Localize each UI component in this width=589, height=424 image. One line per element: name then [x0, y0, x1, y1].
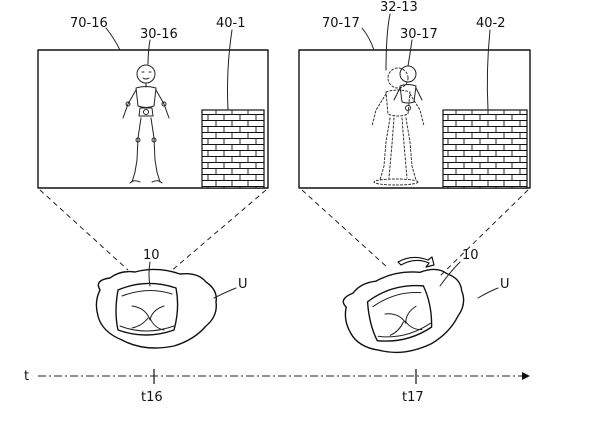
label-wall-right: 40-2 — [476, 16, 506, 31]
leader-device-left — [148, 261, 151, 287]
label-device-left: 10 — [143, 248, 160, 263]
leader-user-right — [477, 287, 499, 299]
avatar-trail-right — [371, 67, 425, 186]
projection-lines-right — [301, 189, 529, 277]
display-frame-right — [298, 49, 531, 189]
avatar-figure-right — [393, 65, 423, 111]
label-user-left: U — [238, 277, 248, 292]
leader-avatar-left — [147, 39, 151, 65]
label-user-right: U — [500, 277, 510, 292]
label-device-right: 10 — [462, 248, 479, 263]
tick-label-t17: t17 — [402, 390, 424, 405]
wall-right — [442, 109, 528, 189]
right-panel: 32-13 70-17 30-17 40-2 10 U — [298, 0, 531, 354]
leader-frame-left — [105, 27, 121, 51]
leader-device-right — [439, 261, 461, 287]
tick-label-t16: t16 — [141, 390, 163, 405]
curved-arrow-icon — [397, 256, 435, 268]
projection-lines-left — [39, 189, 267, 273]
leader-wall-right — [486, 29, 491, 111]
leader-frame-right — [361, 27, 375, 51]
leader-avatar-right — [407, 39, 413, 67]
label-avatar-right: 30-17 — [400, 27, 438, 42]
user-head-right — [342, 268, 465, 354]
leader-user-left — [213, 287, 237, 299]
time-axis: t t16 t17 — [24, 369, 530, 405]
leader-wall-left — [227, 29, 233, 111]
label-frame-left: 70-16 — [70, 16, 108, 31]
axis-label: t — [24, 369, 29, 384]
wall-left — [201, 109, 265, 189]
display-frame-left — [37, 49, 269, 189]
avatar-figure-left — [122, 64, 170, 184]
label-frame-right: 70-17 — [322, 16, 360, 31]
label-wall-left: 40-1 — [216, 16, 246, 31]
leader-trail-right — [385, 13, 391, 71]
user-head-left — [95, 268, 217, 349]
label-avatar-left: 30-16 — [140, 27, 178, 42]
label-trail-right: 32-13 — [380, 0, 418, 15]
left-panel: 70-16 30-16 40-1 10 U — [37, 16, 269, 349]
